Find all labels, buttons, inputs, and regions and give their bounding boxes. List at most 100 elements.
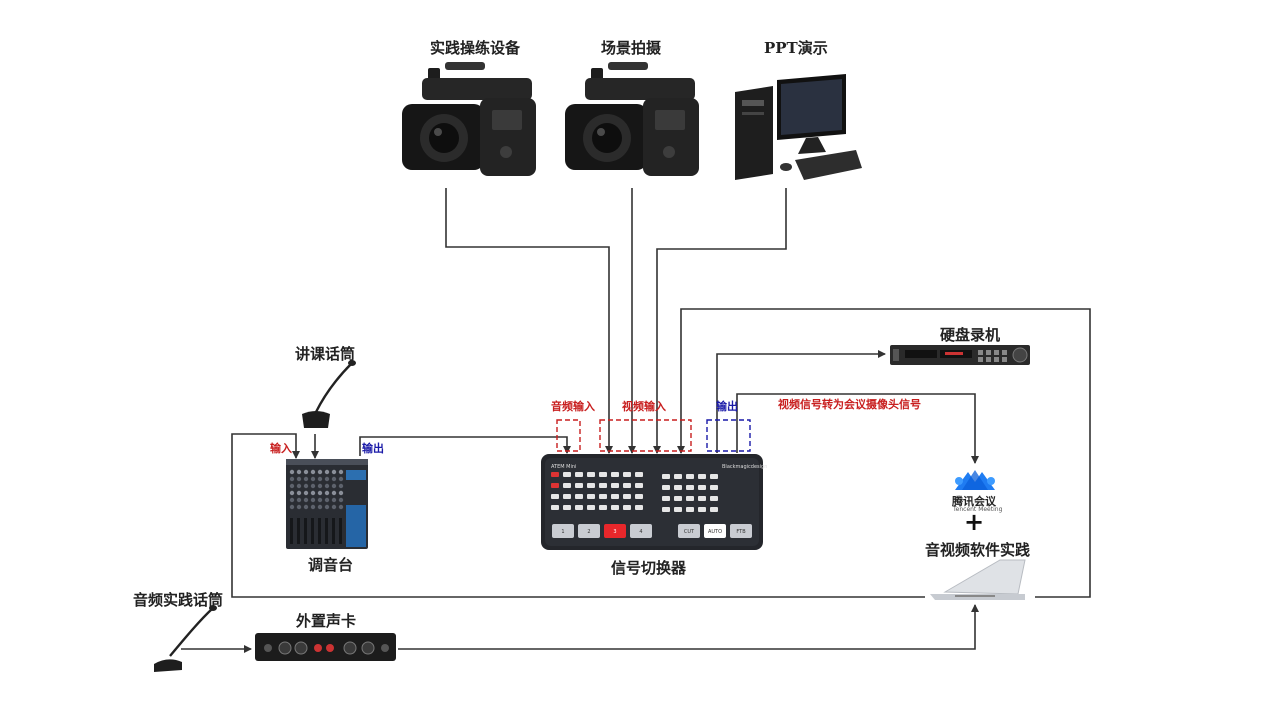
switcher-brand: Blackmagicdesign	[722, 464, 767, 470]
mixer-icon	[286, 459, 368, 549]
switcher-small-button	[575, 472, 583, 477]
mixer-knob	[310, 490, 316, 496]
mixer-knob	[310, 504, 316, 510]
switcher-small-button	[587, 494, 595, 499]
auto-label: AUTO	[708, 529, 722, 535]
mixer-knob	[331, 504, 337, 510]
switcher-small-button	[563, 483, 571, 488]
switcher-small-button	[611, 483, 619, 488]
switcher-input-buttons: 1 2 3 4	[552, 524, 652, 538]
label-mixer-input: 输入	[270, 442, 292, 455]
switcher-small-button	[686, 474, 694, 479]
switcher-small-button	[662, 507, 670, 512]
mixer-knob	[317, 497, 323, 503]
ftb-button	[730, 524, 752, 538]
mixer-knob	[310, 469, 316, 475]
switcher-small-button	[611, 505, 619, 510]
switcher-small-button	[587, 472, 595, 477]
mixer-knob	[310, 476, 316, 482]
switcher-small-button	[710, 496, 718, 501]
mixer-knob	[296, 476, 302, 482]
input-label-1: 1	[561, 529, 564, 535]
mixer-knob	[303, 497, 309, 503]
video-input-port-box	[599, 419, 692, 452]
mixer-knob	[324, 483, 330, 489]
cut-button	[678, 524, 700, 538]
mixer-knob	[289, 490, 295, 496]
input-label-4: 4	[639, 529, 642, 535]
label-camera-scene: 场景拍摄	[601, 39, 662, 57]
output-port-box	[706, 419, 751, 452]
mixer-knob	[331, 469, 337, 475]
mixer-knob	[338, 476, 344, 482]
mixer-knob	[331, 476, 337, 482]
switcher-transition-buttons: CUT AUTO FTB	[678, 524, 752, 538]
switcher-small-button	[551, 494, 559, 499]
line-ppt-to-switcher	[653, 188, 787, 454]
switcher-small-button	[674, 496, 682, 501]
input-label-2: 2	[587, 529, 590, 535]
line-laptop-to-switcher	[677, 308, 1091, 598]
mixer-knob	[324, 469, 330, 475]
audio-mic-icon	[154, 605, 217, 672]
switcher-small-button	[686, 485, 694, 490]
line-soundcard-to-laptop	[398, 604, 979, 650]
mixer-knob	[296, 483, 302, 489]
mixer-knob	[324, 476, 330, 482]
mixer-fader	[325, 518, 328, 544]
label-mixer-output: 输出	[362, 442, 384, 455]
switcher-small-button	[662, 485, 670, 490]
label-switcher: 信号切换器	[611, 559, 687, 577]
switcher-small-button	[599, 472, 607, 477]
mixer-knob	[338, 469, 344, 475]
label-switcher-audio-in: 音频输入	[551, 400, 595, 413]
switcher-small-button	[563, 494, 571, 499]
switcher-small-button	[698, 474, 706, 479]
label-sound-card: 外置声卡	[296, 612, 357, 630]
mixer-knob	[296, 504, 302, 510]
switcher-small-button	[674, 485, 682, 490]
camera-practice-icon	[402, 62, 536, 176]
ftb-label: FTB	[736, 529, 746, 535]
mixer-knob	[310, 497, 316, 503]
label-hdd-recorder: 硬盘录机	[940, 326, 1001, 344]
input-button-4	[630, 524, 652, 538]
mixer-fader	[318, 518, 321, 544]
mixer-knob	[324, 497, 330, 503]
mixer-knob	[296, 469, 302, 475]
mixer-knob	[303, 469, 309, 475]
tencent-meeting-name: 腾讯会议	[952, 495, 996, 508]
switcher-small-button	[575, 505, 583, 510]
mixer-knob	[338, 497, 344, 503]
input-label-3: 3	[613, 529, 616, 535]
mixer-knob	[317, 490, 323, 496]
label-webcam-conversion: 视频信号转为会议摄像头信号	[778, 398, 921, 411]
line-mixer-to-switcher	[359, 436, 571, 456]
mixer-knob	[296, 490, 302, 496]
switcher-small-button	[698, 485, 706, 490]
laptop-icon	[930, 559, 1026, 600]
switcher-small-button	[662, 496, 670, 501]
switcher-small-button	[662, 474, 670, 479]
mixer-knob	[303, 483, 309, 489]
input-button-3	[604, 524, 626, 538]
switcher-small-button	[710, 474, 718, 479]
switcher-small-button	[710, 507, 718, 512]
switcher-small-button	[698, 496, 706, 501]
mixer-knob	[331, 490, 337, 496]
mixer-knob	[338, 490, 344, 496]
switcher-model: ATEM Mini	[551, 464, 576, 470]
switcher-small-button	[710, 485, 718, 490]
mixer-fader	[339, 518, 342, 544]
mixer-knob	[324, 504, 330, 510]
switcher-small-button	[599, 505, 607, 510]
mixer-knob	[303, 504, 309, 510]
label-audio-mic: 音频实践话筒	[133, 591, 224, 609]
input-button-1	[552, 524, 574, 538]
switcher-small-button	[599, 483, 607, 488]
mixer-fader	[290, 518, 293, 544]
lecture-mic-icon	[302, 360, 356, 428]
label-ppt: PPT演示	[764, 39, 828, 57]
switcher-small-button	[635, 505, 643, 510]
